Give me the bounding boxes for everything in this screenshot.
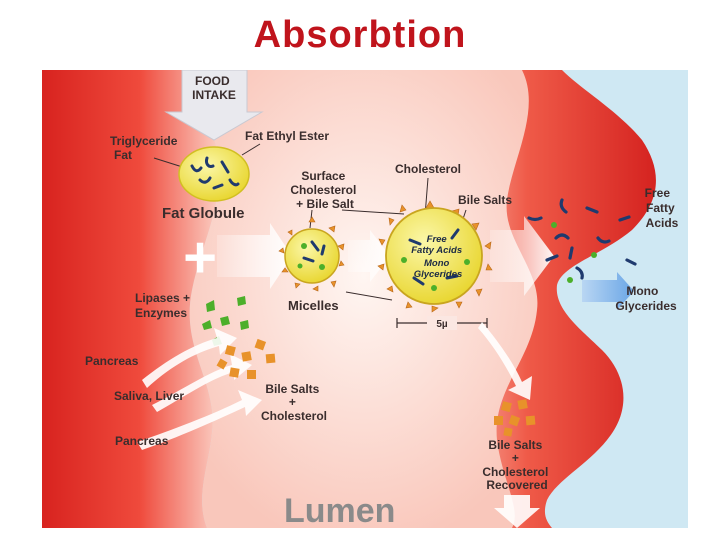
- pancreas-label-2: Pancreas: [115, 434, 169, 448]
- pancreas-label-1: Pancreas: [85, 354, 139, 368]
- svg-text:5µ: 5µ: [436, 319, 448, 330]
- absorption-diagram: FOOD INTAKE Triglyceride Fat Fat Ethyl E…: [42, 70, 688, 528]
- recovered-label: Bile Salts + Cholesterol Recovered: [482, 438, 551, 492]
- lumen-label: Lumen: [284, 492, 395, 528]
- saliva-liver-label: Saliva, Liver: [114, 389, 184, 403]
- cholesterol-label: Cholesterol: [395, 162, 461, 176]
- svg-text:FOOD INTAKE: FOOD INTAKE: [192, 74, 236, 102]
- fat-globule: [179, 147, 249, 201]
- bile-salts-top-label: Bile Salts: [458, 193, 512, 207]
- fat-ethyl-ester-label: Fat Ethyl Ester: [245, 129, 329, 143]
- plus-sign: +: [183, 225, 217, 290]
- page-title: Absorbtion: [0, 14, 720, 57]
- fat-globule-label: Fat Globule: [162, 205, 245, 222]
- lipases-label: Lipases + Enzymes: [135, 291, 193, 320]
- food-intake-label-1: FOOD: [195, 74, 230, 88]
- food-intake-label-2: INTAKE: [192, 88, 236, 102]
- micelles-label: Micelles: [288, 298, 339, 313]
